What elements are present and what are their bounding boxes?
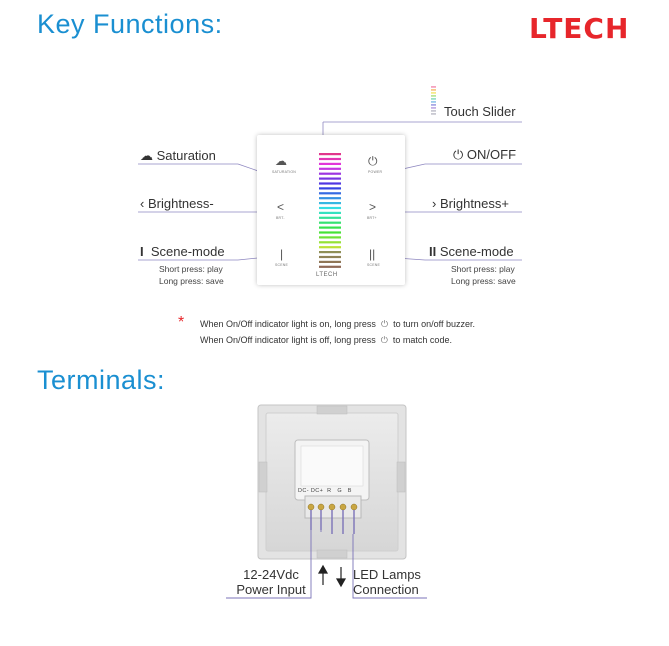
slider-bar — [319, 236, 341, 239]
slider-bar — [319, 211, 341, 214]
slider-bar — [319, 251, 341, 254]
slider-bar — [319, 202, 341, 205]
slider-bar — [319, 231, 341, 234]
brightness-minus-button-text: BRT- — [276, 216, 285, 220]
slider-bar — [319, 192, 341, 195]
slider-bar — [319, 157, 341, 161]
slider-bar — [319, 206, 341, 210]
slider-bar — [319, 187, 341, 190]
brightness-plus-label: › Brightness+ — [432, 196, 509, 211]
slider-bar — [319, 172, 341, 175]
scene-one-button[interactable]: | — [280, 247, 284, 261]
slider-bar — [319, 265, 341, 268]
chevron-left-icon: ‹ — [140, 196, 145, 211]
power-icon: ⏻ — [378, 319, 391, 329]
touch-slider[interactable] — [319, 153, 341, 271]
power-icon: ⏻ — [453, 147, 464, 162]
power-button-text: POWER — [368, 170, 383, 174]
brightness-minus-button[interactable]: < — [277, 200, 285, 214]
scene-left-long-press: Long press: save — [159, 276, 224, 286]
slider-bar — [319, 153, 341, 156]
slider-bar — [319, 167, 341, 170]
power-input-label: 12-24Vdc Power Input — [236, 567, 306, 597]
saturation-button-text: SATURATION — [272, 170, 297, 174]
saturation-label: ☁ Saturation — [140, 148, 216, 163]
slider-bar — [319, 221, 341, 224]
led-lamps-label: LED Lamps Connection — [353, 567, 421, 597]
ltech-logo: LTECH — [529, 12, 630, 45]
on-off-label: ⏻ ON/OFF — [453, 147, 517, 162]
asterisk-mark: * — [178, 314, 185, 331]
brightness-plus-button-text: BRT+ — [367, 216, 377, 220]
scene-right-long-press: Long press: save — [451, 276, 516, 286]
section-title-terminals: Terminals: — [37, 365, 166, 395]
touch-slider-label: Touch Slider — [444, 104, 516, 119]
power-button[interactable]: ⏻ — [368, 154, 378, 168]
slider-bar — [319, 177, 341, 180]
power-icon: ⏻ — [378, 335, 391, 345]
scene-right-short-press: Short press: play — [451, 264, 515, 274]
slider-bar — [319, 216, 341, 219]
slider-bar — [319, 246, 341, 249]
scene-left-short-press: Short press: play — [159, 264, 223, 274]
slider-bar — [319, 182, 341, 185]
section-title-key-functions: Key Functions: — [37, 9, 223, 39]
scene-one-icon: I — [140, 244, 144, 259]
slider-bar — [319, 162, 341, 165]
slider-bar — [319, 255, 341, 259]
scene-mode-right-label: II Scene-mode — [429, 244, 514, 259]
brightness-plus-button[interactable]: > — [369, 200, 377, 214]
slider-bar — [319, 197, 341, 200]
scene-two-button[interactable]: || — [369, 247, 376, 261]
panel-brand-text: LTECH — [316, 272, 338, 278]
slider-bar — [319, 260, 341, 263]
terminal-back-view — [257, 404, 407, 560]
saturation-icon: ☁ — [140, 148, 153, 163]
note-line-1: When On/Off indicator light is on, long … — [200, 319, 475, 329]
scene-two-button-text: SCENE — [367, 263, 381, 267]
note-line-2: When On/Off indicator light is off, long… — [200, 335, 452, 345]
mini-slider-icon — [431, 86, 436, 115]
chevron-right-icon: › — [432, 196, 437, 211]
scene-mode-left-label: I Scene-mode — [140, 244, 225, 259]
saturation-button[interactable]: ☁ — [275, 154, 287, 168]
slider-bar — [319, 241, 341, 244]
control-panel: ☁ SATURATION ⏻ POWER < BRT- > BRT+ | SCE… — [257, 135, 405, 285]
slider-bar — [319, 226, 341, 229]
scene-one-button-text: SCENE — [275, 263, 289, 267]
terminal-pin-labels: DC- DC+ R G B — [298, 488, 352, 494]
brightness-minus-label: ‹ Brightness- — [140, 196, 214, 211]
scene-two-icon: II — [429, 244, 437, 259]
